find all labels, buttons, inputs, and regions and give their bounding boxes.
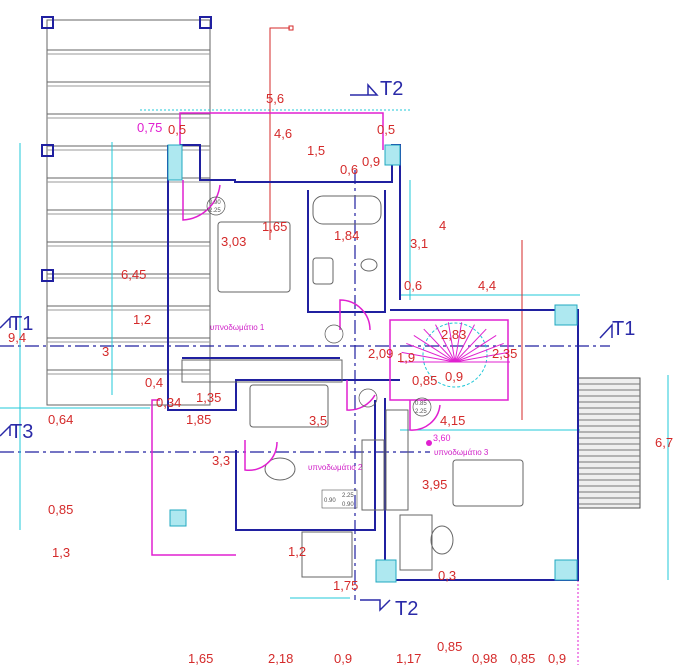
dim-label: 0,85 [412,373,437,388]
dim-label: 5,6 [266,91,284,106]
door-tags: 0.90 2.25 0.85 2.25 0.90 2.25 0.90 [206,196,432,509]
door-tag-height-3: 2.25 [415,409,427,415]
line [447,322,456,363]
line [401,351,456,363]
level-marker-icon [426,440,432,446]
section-t3: T3 [10,421,33,443]
dim-label: 1,65 [262,219,287,234]
dim-label: 3,95 [422,477,447,492]
dim-label: 9,4 [8,330,26,345]
door-tag-width-3: 0.85 [415,401,427,407]
dim-label: 0,98 [472,651,497,665]
dimension-lines [0,109,669,599]
dim-label: 0,85 [510,651,535,665]
section-t2-bottom: T2 [395,598,418,620]
table [264,457,296,481]
window-tag-height: 2.25 [342,493,354,499]
bed-3 [452,459,524,507]
section-t1-left: T1 [10,313,33,335]
dim-label: 4,15 [440,413,465,428]
dim-label: 1,75 [333,578,358,593]
dim-label: 4,6 [274,126,292,141]
dim-label: 2,35 [492,346,517,361]
section-markers: T2 T2 T1 T1 T3 [0,78,635,620]
level-mark: 3,60 [433,433,451,443]
line [454,328,487,363]
dim-label: 0,34 [156,395,181,410]
dim-label: 1,35 [196,390,221,405]
room-label-bedroom-1: υπνοδωμάτιο 1 [210,323,265,332]
dim-label: 3 [102,344,109,359]
dim-label: 2,18 [268,651,293,665]
dim-label: 2,83 [441,327,466,342]
bathtub [312,195,382,225]
sink [312,257,334,285]
pergola [41,16,212,406]
toilet [360,258,378,272]
room-label-bedroom-2: υπνοδωμάτιο 2 [308,463,363,472]
dim-label: 0,9 [445,369,463,384]
dim-label: 0,85 [437,639,462,654]
section-t1-right: T1 [612,318,635,340]
dim-label: 3,1 [410,236,428,251]
line [435,324,456,363]
dim-label: 0,9 [334,651,352,665]
bottom-dimension-labels: 1,65 2,18 0,9 1,17 0,85 0,98 0,85 0,9 [188,639,566,665]
balconies [151,112,384,556]
wardrobe-3 [385,409,409,511]
section-t2-top: T2 [380,78,403,100]
window-tag-width: 0.90 [324,498,336,504]
dim-label: 4 [439,218,446,233]
dim-label-pink: 0,75 [137,120,162,135]
roof-tiles [577,377,641,509]
bed-1 [217,221,291,293]
dim-label: 3,5 [309,413,327,428]
furniture [217,195,524,578]
dim-label: 3,03 [221,234,246,249]
window-tag-sill: 0.90 [342,502,354,508]
dim-label: 0,64 [48,412,73,427]
dim-label: 6,45 [121,267,146,282]
door-tag-width: 0.90 [209,200,221,206]
dim-label: 1,85 [186,412,211,427]
dim-label: 4,4 [478,278,496,293]
walls [167,144,579,583]
dim-label: 0,9 [362,154,380,169]
line [413,335,456,363]
wardrobe-2 [361,439,385,511]
dim-label: 1,84 [334,228,359,243]
dim-label: 0,5 [377,122,395,137]
line [406,342,456,363]
dim-label: 1,17 [396,651,421,665]
room-label-bedroom-3: υπνοδωμάτιο 3 [434,448,489,457]
dim-label: 1,2 [288,544,306,559]
line [454,335,497,363]
dim-label: 1,65 [188,651,213,665]
staircase [389,319,510,401]
dimension-labels: 5,6 4,6 1,5 0,6 0,9 0,5 0,5 1,65 1,84 3,… [8,91,673,593]
line [454,322,463,363]
door-tag-height: 2.25 [209,208,221,214]
line [454,324,475,363]
line [423,328,456,363]
dim-label: 1,3 [52,545,70,560]
dim-label: 0,4 [145,375,163,390]
doors [182,180,441,472]
dim-label: 0,6 [340,162,358,177]
dim-label: 0,85 [48,502,73,517]
bed-2 [249,384,329,428]
line [454,351,509,363]
dim-label: 0,9 [548,651,566,665]
dim-label: 0,3 [438,568,456,583]
dim-label: 3,3 [212,453,230,468]
dim-label: 2,09 [368,346,393,361]
dim-label: 0,6 [404,278,422,293]
dim-label: 1,2 [133,312,151,327]
dim-label: 1,9 [397,350,415,365]
dim-label: 0,5 [168,122,186,137]
plant [430,525,454,555]
dim-label: 6,7 [655,435,673,450]
line [454,342,504,363]
dim-label: 1,5 [307,143,325,158]
